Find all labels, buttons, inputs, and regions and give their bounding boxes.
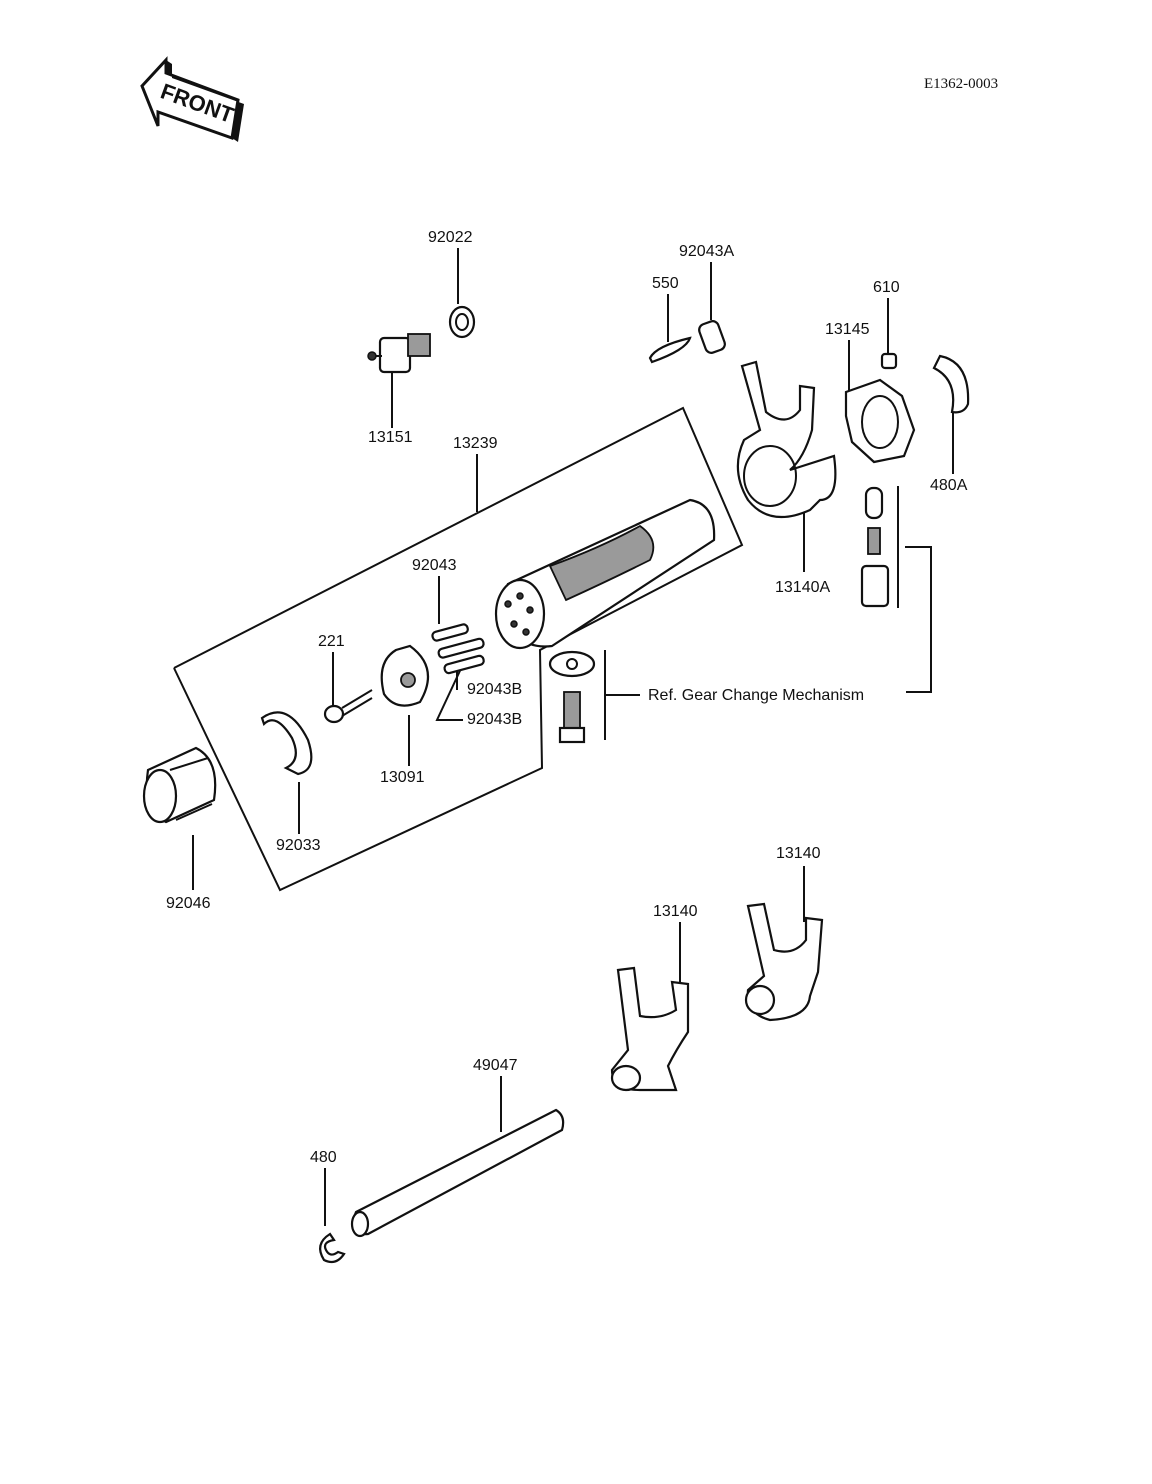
label-49047: 49047: [473, 1057, 518, 1074]
label-13140-a: 13140: [653, 903, 698, 920]
label-13140-b: 13140: [776, 845, 821, 862]
assembly-bracket: [173, 406, 744, 892]
shift-fork-13140A: [736, 360, 837, 519]
shift-drum: [494, 498, 716, 650]
label-92043B-1: 92043B: [467, 681, 522, 698]
circlip-480A: [932, 354, 970, 414]
label-92022: 92022: [428, 229, 473, 246]
label-550: 550: [652, 275, 679, 292]
label-13239: 13239: [453, 435, 498, 452]
label-13140A: 13140A: [775, 579, 830, 596]
neutral-switch-13151: [367, 333, 431, 374]
front-arrow-icon: FRONT: [140, 56, 244, 142]
needle-bearing-92046: [142, 746, 217, 824]
leader-lines: [192, 248, 954, 1226]
label-610: 610: [873, 279, 900, 296]
pins-92043: [431, 623, 485, 675]
label-ref-gear-change: Ref. Gear Change Mechanism: [648, 687, 864, 704]
shift-fork-13140-b: [744, 902, 824, 1022]
pin-92043A: [698, 320, 726, 354]
label-92043B-2: 92043B: [467, 711, 522, 728]
ring-92033: [260, 711, 313, 776]
shift-fork-13140-a: [610, 966, 690, 1092]
pin-plate-13091: [380, 644, 430, 707]
cam-plate-13145: [844, 378, 916, 464]
label-13091: 13091: [380, 769, 425, 786]
label-221: 221: [318, 633, 345, 650]
label-92043A: 92043A: [679, 243, 734, 260]
label-92043: 92043: [412, 557, 457, 574]
circlip-480: [319, 1232, 346, 1264]
washer-92022: [448, 305, 476, 339]
label-13151: 13151: [368, 429, 413, 446]
cotter-pin-550: [648, 336, 692, 364]
ref-bolt-parts: [548, 650, 596, 744]
diagram-code: E1362-0003: [924, 76, 998, 92]
label-13145: 13145: [825, 321, 870, 338]
label-92033: 92033: [276, 837, 321, 854]
shift-shaft-49047: [350, 1108, 565, 1238]
label-480: 480: [310, 1149, 337, 1166]
detent-parts: [860, 486, 890, 608]
screw-221: [323, 689, 373, 724]
label-480A: 480A: [930, 477, 968, 494]
label-92046: 92046: [166, 895, 211, 912]
pin-610: [880, 352, 898, 370]
